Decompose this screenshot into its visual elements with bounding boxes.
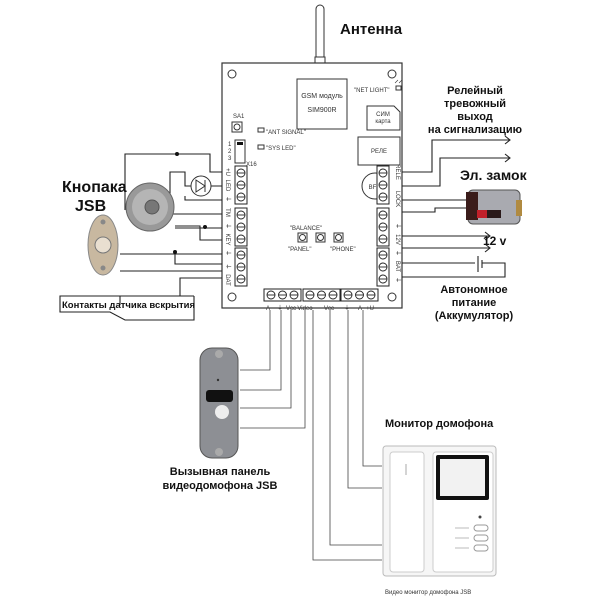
bottom-terminal-label: ⏚ (277, 305, 283, 312)
left-terminal-label: TM (224, 208, 230, 217)
right-terminal-label: LOCK (394, 191, 400, 207)
sa1-label: SA1 (233, 114, 245, 120)
jumper-pin-3: 3 (228, 156, 232, 162)
bottom-terminal-label: A (266, 306, 270, 312)
relay-output-label-2: тревожный (444, 98, 506, 110)
bottom-terminal-label: Vcc (324, 306, 334, 312)
left-terminal-label: LED (224, 180, 230, 192)
phone-label: "PHONE" (330, 247, 356, 253)
exit-button-round (125, 182, 175, 232)
monitor-caption: Видео монитор домофона JSB (385, 590, 471, 596)
call-panel-label-2: видеодомофона JSB (163, 480, 278, 492)
ant-signal-label: "ANT SIGNAL" (266, 130, 306, 136)
bottom-terminal-label: Vcc (286, 306, 296, 312)
relay-output-label: Релейный (447, 85, 503, 97)
left-terminal-label: +U (224, 168, 230, 176)
right-terminal-block: RELE LOCK ⏚ 12V ⏚ BAT ⏚ (376, 164, 401, 287)
right-wiring (402, 135, 511, 278)
jumper-pin-2: 2 (228, 149, 232, 155)
sys-led-label: "SYS LED" (266, 146, 296, 152)
left-terminal-label: ⏚ (224, 250, 231, 256)
left-terminal-label: KEY (224, 233, 230, 245)
battery-label-3: (Аккумулятор) (435, 310, 514, 322)
jumper-x16 (234, 139, 246, 164)
led-icon (190, 175, 212, 197)
net-light-led-icon (395, 85, 402, 91)
el-lock-label: Эл. замок (460, 167, 528, 183)
antenna-label: Антенна (340, 21, 403, 38)
gsm-module-label: GSM модуль (301, 93, 343, 100)
tamper-contacts-box (59, 295, 195, 321)
gsm-module (296, 78, 348, 130)
button-label: Кнопака (62, 179, 127, 196)
balance-label: "BALANCE" (290, 226, 322, 232)
left-terminal-label: ⏚ (224, 263, 231, 269)
call-panel-icon (199, 347, 239, 459)
bottom-wiring (240, 310, 382, 561)
12v-label: 12 v (483, 234, 507, 248)
relay-label: РЕЛЕ (371, 149, 387, 155)
gsm-module-model: SIM900R (307, 107, 336, 114)
sa1-button (231, 121, 243, 133)
right-terminal-label: ⏚ (394, 277, 401, 283)
sim-label-2: карта (375, 119, 391, 125)
left-terminal-label: DAT (224, 274, 230, 286)
net-light-label: "NET LIGHT" (354, 88, 390, 94)
relay-output-label-3: выход (457, 111, 493, 123)
sim-label: СИМ (376, 112, 390, 118)
jumper-pin-1: 1 (228, 142, 232, 148)
ant-signal-led-icon (257, 127, 265, 133)
call-panel-label: Вызывная панель (170, 466, 271, 478)
bottom-terminal-label: ⏚ (344, 305, 350, 312)
balance-pots (297, 232, 344, 243)
right-terminal-label: ⏚ (394, 223, 401, 229)
relay-output-label-4: на сигнализацию (428, 124, 522, 136)
right-terminal-label: BAT (394, 261, 400, 273)
right-terminal-label: 12V (394, 234, 400, 245)
battery-label: Автономное (440, 284, 507, 296)
left-terminal-label: ⏚ (224, 223, 231, 229)
x16-label: X16 (246, 162, 257, 168)
left-terminal-block: +U LED ⏚ TM ⏚ KEY ⏚ ⏚ DAT (224, 165, 248, 287)
sim-card (366, 105, 401, 131)
battery-label-2: питание (452, 297, 496, 309)
exit-button-oval (87, 214, 119, 276)
left-wiring (119, 153, 222, 305)
relay (357, 136, 401, 166)
sys-led-icon (257, 144, 265, 150)
panel-label: "PANEL" (288, 247, 312, 253)
bottom-terminal-label: Video (297, 306, 313, 312)
bottom-terminal-label: A (358, 306, 362, 312)
button-label-2: JSB (75, 198, 106, 215)
right-terminal-label: ⏚ (394, 250, 401, 256)
left-terminal-label: ⏚ (224, 196, 231, 202)
monitor-title: Монитор домофона (385, 418, 494, 430)
bottom-terminal-label: +U (366, 306, 374, 312)
tamper-label: Контакты датчика вскрытия (62, 300, 195, 311)
monitor-icon (382, 445, 497, 577)
electric-lock-icon (466, 189, 522, 225)
buzzer-label: BF 1 (369, 185, 382, 191)
right-terminal-label: RELE (394, 164, 400, 180)
